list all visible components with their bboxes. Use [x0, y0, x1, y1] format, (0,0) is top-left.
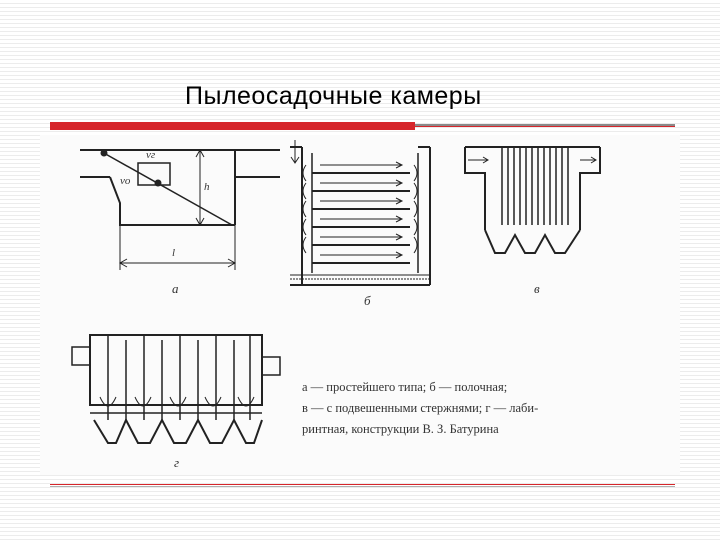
- caption-line-1: а — простейшего типа; б — полочная;: [302, 380, 508, 394]
- chamber-b-diagram: [290, 140, 431, 286]
- figure-drawing: [71, 140, 601, 444]
- dust-chambers-figure: vг vо h l а б в г а — простейшего типа; …: [40, 135, 680, 475]
- bottom-rule-shadow: [50, 486, 675, 487]
- slide-title: Пылеосадочные камеры: [185, 82, 482, 110]
- height-label-h: h: [204, 181, 210, 193]
- figure-label-g: г: [174, 455, 180, 470]
- bottom-rule: [50, 484, 675, 485]
- caption-line-2: в — с подвешенными стержнями; г — лаби-: [302, 401, 539, 415]
- figure-caption: а — простейшего типа; б — полочная; в — …: [302, 377, 632, 440]
- length-label-l: l: [172, 247, 176, 259]
- title-underline-thin: [415, 126, 675, 127]
- figure-label-v: в: [534, 281, 540, 296]
- figure-label-b: б: [364, 293, 371, 308]
- figure-label-a: а: [172, 281, 179, 296]
- title-underline-rule: [415, 124, 675, 126]
- chamber-a-diagram: [80, 148, 280, 270]
- velocity-label-vo: vо: [120, 175, 131, 187]
- chamber-v-diagram: [464, 146, 601, 254]
- caption-line-3: ринтная, конструкции В. З. Батурина: [302, 422, 499, 436]
- title-underline-accent: [50, 122, 415, 130]
- chamber-g-diagram: [71, 334, 281, 444]
- velocity-label-vg: vг: [146, 149, 156, 161]
